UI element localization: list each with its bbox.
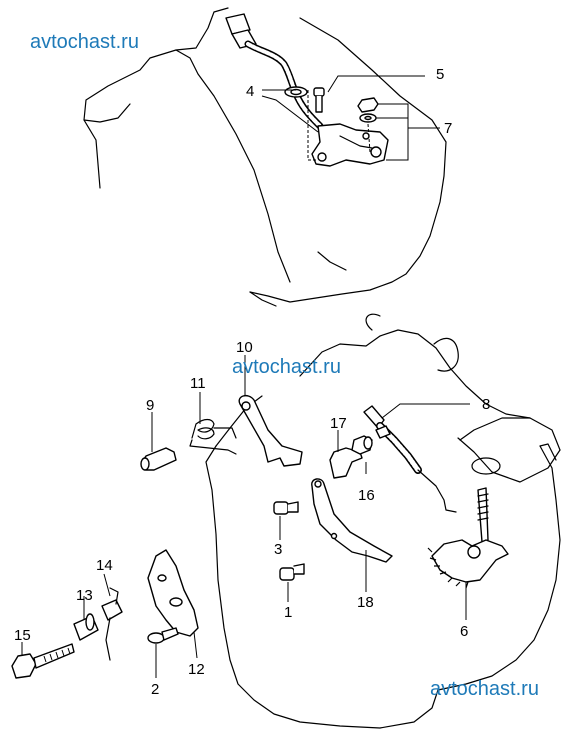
callout-4: 4 (246, 83, 254, 100)
neutral-switch-body (311, 123, 389, 167)
callout-1: 1 (284, 604, 292, 621)
sleeve-16 (351, 435, 373, 455)
lower-housing-outline (205, 313, 561, 729)
guide-plate-12 (147, 549, 199, 637)
callout-16: 16 (358, 487, 375, 504)
callout-13: 13 (76, 587, 93, 604)
detent-plate-18 (311, 478, 393, 563)
callout-2: 2 (151, 681, 159, 698)
callout-9: 9 (146, 397, 154, 414)
callout-numbers: 4 5 7 10 11 9 8 17 16 3 1 18 6 12 2 13 1… (14, 66, 490, 698)
bottom-leader-lines (21, 355, 470, 678)
neutral-switch-harness (225, 13, 324, 130)
bolt-2 (147, 627, 179, 644)
watermark-bottom-right: avtochast.ru (430, 678, 539, 700)
callout-11: 11 (190, 375, 206, 392)
callout-7: 7 (444, 120, 452, 137)
callout-6: 6 (460, 623, 468, 640)
bolt-15 (11, 643, 75, 679)
watermark-middle: avtochast.ru (232, 356, 341, 378)
callout-8: 8 (482, 396, 490, 413)
selector-lever-10 (238, 394, 303, 467)
spring-14 (101, 587, 123, 661)
bolt-1 (279, 563, 305, 581)
bushing-13 (73, 613, 99, 641)
callout-3: 3 (274, 541, 282, 558)
upper-housing-outline (83, 7, 447, 307)
callout-15: 15 (14, 627, 31, 644)
nut-7 (357, 97, 379, 123)
manual-shaft-6 (427, 487, 509, 589)
spring-11 (189, 418, 237, 455)
callout-12: 12 (188, 661, 205, 678)
watermark-top-left: avtochast.ru (30, 31, 139, 53)
top-leader-lines (261, 75, 440, 161)
pin-9 (140, 447, 177, 471)
callout-14: 14 (96, 557, 113, 574)
bolt-3 (273, 501, 299, 515)
callout-10: 10 (236, 339, 253, 356)
callout-17: 17 (330, 415, 347, 432)
callout-18: 18 (357, 594, 374, 611)
bolt-5 (313, 87, 325, 113)
cable-8 (363, 405, 457, 513)
callout-5: 5 (436, 66, 444, 83)
